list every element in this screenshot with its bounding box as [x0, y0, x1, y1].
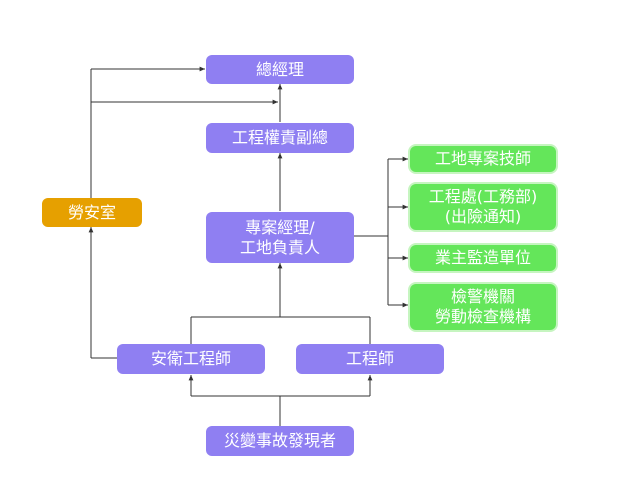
labor-safety-office-label: 勞安室	[67, 202, 116, 222]
safety-engineer-box: 安衛工程師	[117, 344, 265, 374]
project-manager-box: 專案經理/ 工地負責人	[206, 212, 354, 263]
incident-discoverer-box: 災變事故發現者	[206, 426, 354, 456]
project-manager-label-line2: 工地負責人	[239, 237, 320, 257]
owner-supervisor-box: 業主監造單位	[410, 245, 556, 271]
general-manager-label: 總經理	[255, 59, 304, 79]
general-manager-box: 總經理	[206, 55, 354, 84]
engineering-dept-label-line2: (出險通知)	[444, 207, 522, 226]
inspection-agency-label-line2: 勞動檢查機構	[434, 307, 531, 326]
inspection-agency-label-line1: 檢警機關	[450, 287, 515, 306]
engineer-box: 工程師	[296, 344, 444, 374]
labor-safety-office-box: 勞安室	[42, 198, 142, 227]
deputy-gm-label: 工程權責副總	[231, 128, 328, 147]
incident-discoverer-label: 災變事故發現者	[223, 431, 336, 450]
engineer-label: 工程師	[345, 349, 394, 368]
engineering-dept-box: 工程處(工務部) (出險通知)	[410, 184, 556, 230]
inspection-agency-box: 檢警機關 勞動檢查機構	[410, 284, 556, 330]
site-project-technician-label: 工地專案技師	[434, 149, 531, 168]
owner-supervisor-label: 業主監造單位	[434, 248, 531, 267]
project-manager-label-line1: 專案經理/	[245, 217, 315, 237]
engineering-dept-label-line1: 工程處(工務部)	[428, 187, 538, 206]
safety-engineer-label: 安衛工程師	[150, 349, 231, 368]
site-project-technician-box: 工地專案技師	[410, 146, 556, 172]
deputy-gm-box: 工程權責副總	[206, 123, 354, 153]
